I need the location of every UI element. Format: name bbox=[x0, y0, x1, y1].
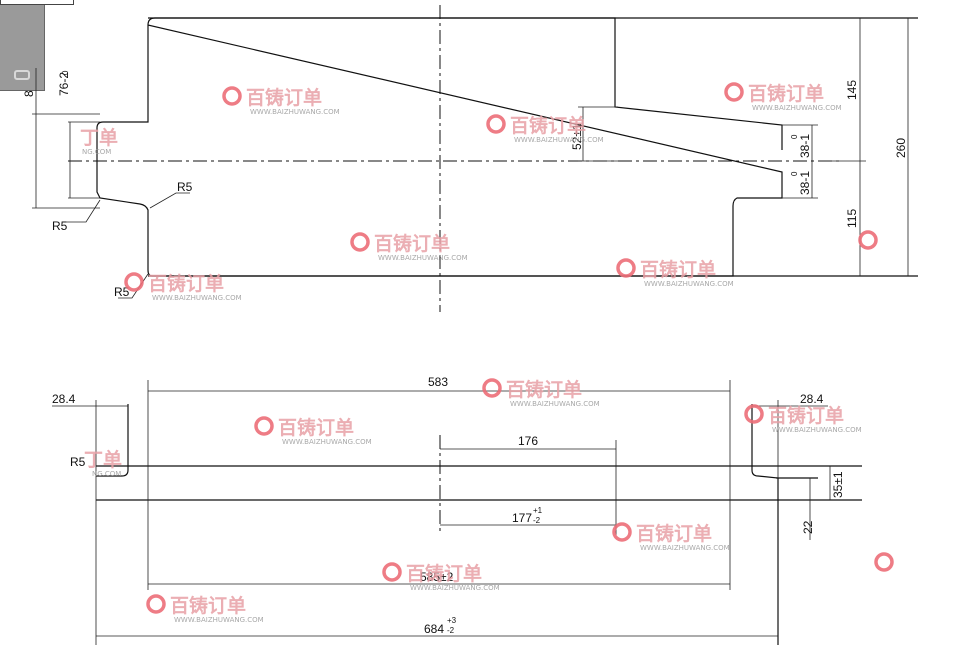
dim-38-lower: 38-1 bbox=[798, 171, 812, 195]
watermark-url: WWW.BAIZHUWANG.COM bbox=[250, 108, 340, 116]
watermark-logo-icon bbox=[744, 404, 764, 424]
dim-r5-c: R5 bbox=[114, 285, 130, 299]
watermark-url: WWW.BAIZHUWANG.COM bbox=[752, 104, 842, 112]
watermark-url: WWW.BAIZHUWANG.COM bbox=[514, 136, 604, 144]
watermark-text: 百铸订单 bbox=[768, 404, 844, 427]
watermark: 百铸订单 WWW.BAIZHUWANG.COM bbox=[222, 86, 340, 116]
panel-tab[interactable] bbox=[0, 0, 74, 5]
leader-line bbox=[62, 199, 101, 223]
top-view: 76-2 0 8 R5 R5 R5 52±1 38-1 0 38-1 0 145… bbox=[22, 5, 918, 312]
dim-76-upper: 0 bbox=[61, 70, 70, 75]
dim-38-lower-tol: 0 bbox=[790, 171, 799, 176]
watermark-url: WWW.BAIZHUWANG.COM bbox=[378, 254, 468, 262]
dim-52: 52±1 bbox=[570, 123, 584, 150]
watermark-text: 百铸订单 bbox=[748, 82, 824, 105]
watermark-url: WWW.BAIZHUWANG.COM bbox=[772, 426, 862, 434]
watermark: 百铸订单 WWW.BAIZHUWANG.COM bbox=[616, 258, 734, 288]
dim-22: 22 bbox=[801, 520, 815, 534]
watermark: 百铸订单 WWW.BAIZHUWANG.COM bbox=[744, 404, 862, 434]
dim-684-plus: +3 bbox=[447, 616, 457, 625]
dim-583: 583 bbox=[428, 375, 448, 389]
watermark-text: 百铸订单 bbox=[148, 272, 224, 295]
watermark-logo-icon bbox=[724, 82, 744, 102]
watermark-logo-icon bbox=[382, 562, 402, 582]
dim-8: 8 bbox=[22, 90, 36, 97]
dim-684-minus: -2 bbox=[447, 626, 455, 635]
dim-684: 684 bbox=[424, 622, 444, 636]
watermark-logo-icon bbox=[616, 258, 636, 278]
watermark-text-partial: 丁单 bbox=[80, 126, 118, 149]
watermark: 百铸订单 WWW.BAIZHUWANG.COM bbox=[486, 114, 604, 144]
watermark-text: 百铸订单 bbox=[278, 416, 354, 439]
watermark: 百铸订单 WWW.BAIZHUWANG.COM bbox=[724, 82, 842, 112]
watermark-text: 百铸订单 bbox=[510, 114, 586, 137]
watermark-partial: 丁单 NG.COM bbox=[80, 126, 118, 156]
dim-585: 585±2 bbox=[420, 570, 454, 584]
dim-28-right: 28.4 bbox=[800, 392, 824, 406]
right-flange bbox=[751, 404, 779, 645]
panel-thumbnail[interactable] bbox=[0, 0, 45, 91]
watermark: 百铸订单 WWW.BAIZHUWANG.COM bbox=[350, 232, 468, 262]
watermark-logo-icon bbox=[486, 114, 506, 134]
dim-r5-a: R5 bbox=[52, 219, 68, 233]
watermark-url: WWW.BAIZHUWANG.COM bbox=[640, 544, 730, 552]
watermark-logo-icon bbox=[124, 272, 144, 292]
bottom-view: 583 28.4 28.4 176 177 +1 -2 R5 35±1 22 5… bbox=[52, 375, 862, 645]
watermark-logo-icon bbox=[146, 594, 166, 614]
dim-28-left: 28.4 bbox=[52, 392, 76, 406]
watermark-logo-icon bbox=[222, 86, 242, 106]
watermark-logo-icon bbox=[482, 378, 502, 398]
watermark: 百铸订单 WWW.BAIZHUWANG.COM bbox=[482, 378, 600, 408]
watermark-layer: 百铸订单 WWW.BAIZHUWANG.COM 百铸订单 WWW.BAIZHUW… bbox=[80, 82, 894, 624]
dim-38-upper: 38-1 bbox=[798, 134, 812, 158]
watermark-url: WWW.BAIZHUWANG.COM bbox=[282, 438, 372, 446]
watermark-logo-icon bbox=[254, 416, 274, 436]
watermark-logo-icon bbox=[858, 230, 878, 250]
watermark: 百铸订单 WWW.BAIZHUWANG.COM bbox=[146, 594, 264, 624]
minimize-glyph-icon bbox=[14, 70, 30, 80]
dim-115: 115 bbox=[845, 209, 859, 228]
dim-38-upper-tol: 0 bbox=[790, 134, 799, 139]
watermark-logo-icon bbox=[874, 552, 894, 572]
watermark-text: 百铸订单 bbox=[506, 378, 582, 401]
watermark-url: WWW.BAIZHUWANG.COM bbox=[174, 616, 264, 624]
watermark: 百铸订单 WWW.BAIZHUWANG.COM bbox=[382, 562, 500, 592]
watermark-text: 百铸订单 bbox=[246, 86, 322, 109]
dim-r5-bottom: R5 bbox=[70, 455, 86, 469]
watermark-text: 百铸订单 bbox=[636, 522, 712, 545]
watermark: 百铸订单 WWW.BAIZHUWANG.COM bbox=[254, 416, 372, 446]
watermark-url-partial: NG.COM bbox=[92, 470, 121, 478]
watermark: 百铸订单 WWW.BAIZHUWANG.COM bbox=[612, 522, 730, 552]
watermark-url: WWW.BAIZHUWANG.COM bbox=[152, 294, 242, 302]
watermark-url: WWW.BAIZHUWANG.COM bbox=[410, 584, 500, 592]
dim-76: 76-2 bbox=[57, 72, 71, 96]
dim-176: 176 bbox=[518, 434, 538, 448]
watermark-text: 百铸订单 bbox=[170, 594, 246, 617]
dim-177: 177 bbox=[512, 511, 532, 525]
watermark-partial: 丁单 NG.COM bbox=[84, 448, 122, 478]
watermark-text: 百铸订单 bbox=[374, 232, 450, 255]
watermark-url: WWW.BAIZHUWANG.COM bbox=[510, 400, 600, 408]
watermark-text: 百铸订单 bbox=[406, 562, 482, 585]
dim-177-plus: +1 bbox=[533, 506, 543, 515]
dim-145: 145 bbox=[845, 80, 859, 100]
dim-177-minus: -2 bbox=[533, 516, 541, 525]
leader-line bbox=[149, 192, 190, 209]
watermark: 百铸订单 WWW.BAIZHUWANG.COM bbox=[124, 272, 242, 302]
watermark-text: 百铸订单 bbox=[640, 258, 716, 281]
watermark-logo-icon bbox=[612, 522, 632, 542]
dim-35: 35±1 bbox=[831, 471, 845, 498]
watermark-url-partial: NG.COM bbox=[82, 148, 111, 156]
watermark-text-partial: 丁单 bbox=[84, 448, 122, 471]
watermark-url: WWW.BAIZHUWANG.COM bbox=[644, 280, 734, 288]
dim-r5-b: R5 bbox=[177, 180, 193, 194]
left-flange bbox=[96, 404, 129, 477]
watermark-logo-icon bbox=[350, 232, 370, 252]
dim-260: 260 bbox=[894, 138, 908, 158]
